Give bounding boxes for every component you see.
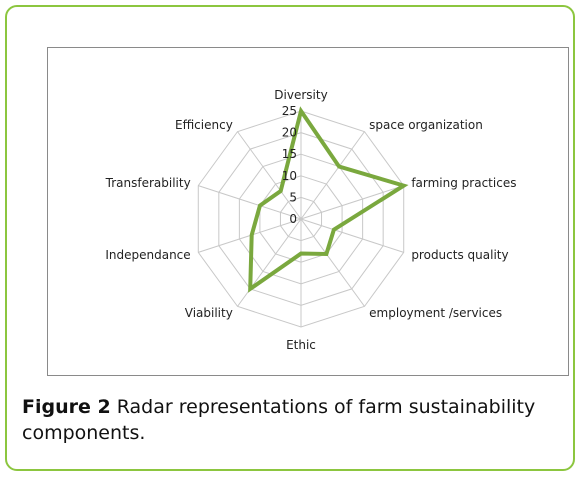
figure-label: Figure 2	[22, 396, 111, 418]
tick-label: 5	[289, 190, 297, 204]
category-label: Efficiency	[175, 118, 233, 132]
chart-plot-area	[47, 47, 569, 376]
figure-caption: Figure 2 Radar representations of farm s…	[22, 394, 562, 446]
grid-spoke	[300, 185, 404, 220]
category-label: space organization	[369, 118, 483, 132]
series-line	[248, 106, 409, 293]
category-label: Viability	[185, 306, 233, 320]
tick-label: 10	[282, 169, 297, 183]
grid-spoke	[237, 218, 302, 307]
tick-label: 20	[282, 126, 297, 140]
category-labels: Diversity space organization farming pract…	[105, 88, 517, 352]
category-label: products quality	[411, 248, 508, 262]
tick-label: 0	[289, 212, 297, 226]
category-label: farming practices	[411, 176, 516, 190]
radar-grid	[197, 110, 405, 328]
tick-label: 25	[282, 104, 297, 118]
category-label: employment /services	[369, 306, 502, 320]
radial-tick-labels: 0 5 10 15 20 25	[282, 104, 297, 226]
grid-spoke	[300, 131, 365, 220]
category-label: Ethic	[286, 338, 316, 352]
grid-spoke	[198, 185, 302, 220]
category-label: Independance	[105, 248, 190, 262]
figure-frame	[5, 5, 575, 471]
radar-series	[248, 106, 409, 293]
grid-spoke	[237, 131, 302, 220]
grid-spoke	[300, 218, 404, 253]
grid-spoke	[300, 218, 365, 307]
tick-label: 15	[282, 147, 297, 161]
figure-caption-text: Radar representations of farm sustainabi…	[22, 396, 536, 444]
category-label: Transferability	[105, 176, 191, 190]
category-label: Diversity	[274, 88, 327, 102]
grid-spoke	[198, 218, 302, 253]
